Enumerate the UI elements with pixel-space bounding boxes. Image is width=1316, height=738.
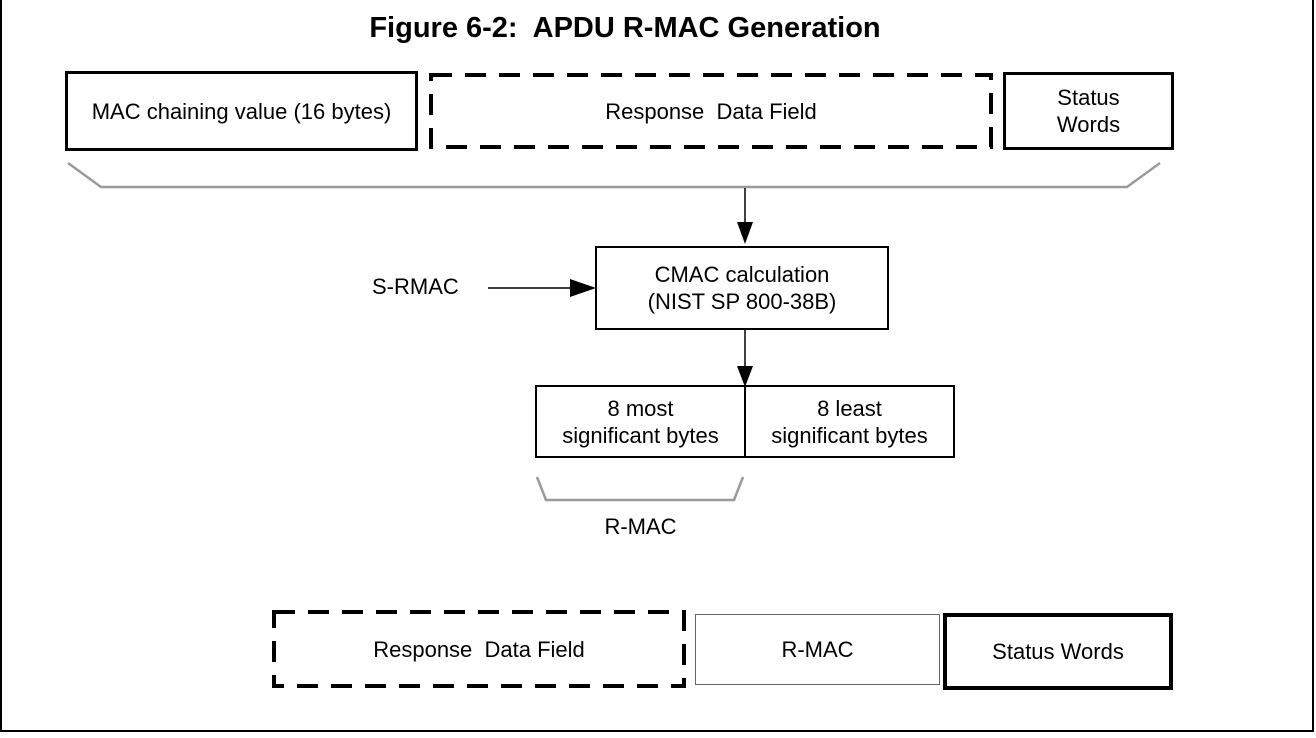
mac-chaining-value-label: MAC chaining value (16 bytes) — [91, 98, 392, 124]
response-data-field-input-label: Response Data Field — [605, 98, 817, 124]
status-words-input-box: Status Words — [1003, 72, 1174, 150]
cmac-calculation-box: CMAC calculation (NIST SP 800-38B) — [595, 246, 889, 330]
response-data-field-input-box: Response Data Field — [429, 73, 993, 149]
rmac-brace — [535, 476, 745, 502]
most-significant-bytes-label: 8 most significant bytes — [562, 395, 719, 448]
arrow-cmac-to-bytes-head — [737, 366, 753, 387]
most-significant-bytes-box: 8 most significant bytes — [535, 385, 746, 458]
status-words-input-label: Status Words — [1056, 85, 1121, 137]
arrow-srmac-head — [570, 279, 596, 297]
rmac-output-box: R-MAC — [695, 614, 940, 685]
arrow-brace-to-cmac-head — [737, 222, 753, 244]
cmac-calculation-label: CMAC calculation (NIST SP 800-38B) — [647, 262, 837, 314]
status-words-output-label: Status Words — [992, 639, 1124, 664]
mac-chaining-value-box: MAC chaining value (16 bytes) — [65, 71, 418, 151]
least-significant-bytes-box: 8 least significant bytes — [744, 385, 955, 458]
rmac-brace-label: R-MAC — [604, 514, 677, 539]
status-words-output-box: Status Words — [943, 613, 1173, 690]
srmac-key-label: S-RMAC — [372, 274, 459, 299]
figure-title: Figure 6-2: APDU R-MAC Generation — [369, 12, 881, 44]
least-significant-bytes-label: 8 least significant bytes — [771, 395, 928, 448]
response-data-field-output-label: Response Data Field — [373, 636, 585, 662]
rmac-output-label: R-MAC — [781, 637, 854, 662]
top-collect-brace — [67, 161, 1161, 189]
response-data-field-output-box: Response Data Field — [272, 610, 686, 688]
